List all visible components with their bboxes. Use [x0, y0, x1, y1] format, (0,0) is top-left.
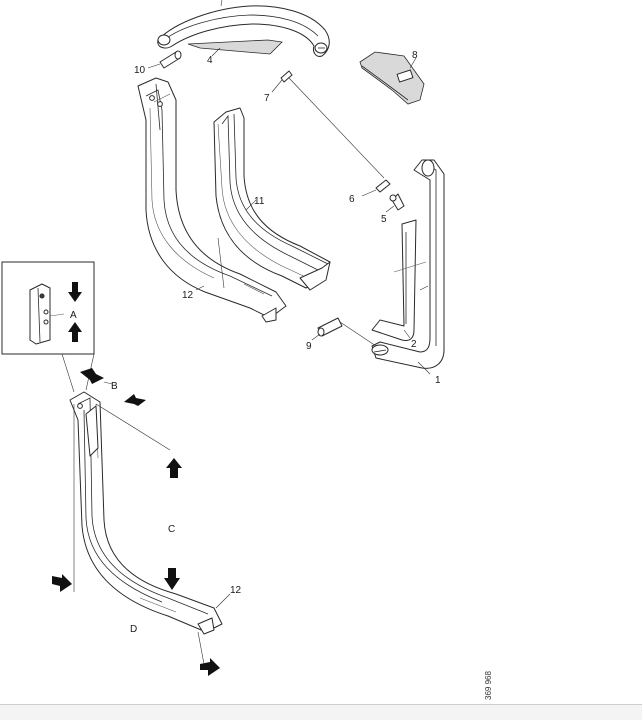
detail-inset-view-a: [1, 261, 95, 393]
part-10-bolt: [147, 50, 182, 69]
part-5-screw: [385, 193, 405, 213]
callout-11: 11: [254, 196, 265, 207]
part-4-top-cross-member: [157, 0, 330, 57]
view-label-a: A: [70, 310, 77, 321]
view-label-c: C: [168, 524, 175, 535]
callout-5: 5: [381, 214, 387, 225]
view-labels: A B C D: [70, 310, 175, 635]
part-11-inner-channel: [213, 107, 331, 291]
part-2-inner-strap: [371, 219, 429, 341]
callout-4: 4: [207, 55, 213, 66]
part-1-side-bracket: [371, 159, 445, 375]
callout-9: 9: [306, 341, 312, 352]
footer-band: [0, 705, 642, 720]
part-8-cover-cap: [359, 51, 425, 105]
part-12-measurement-view: [69, 391, 223, 635]
callout-labels: 1 2 4 5 6 7 8 9 10 11 12 12: [134, 50, 441, 596]
callout-6: 6: [349, 194, 355, 205]
part-7-bolt: [271, 70, 385, 179]
figure-reference-number: 369 968: [484, 671, 493, 700]
callout-7: 7: [264, 93, 270, 104]
callout-8: 8: [412, 50, 418, 61]
view-label-b: B: [111, 381, 118, 392]
part-9-pin: [311, 317, 377, 347]
callout-2: 2: [411, 339, 417, 350]
callout-12-bottom: 12: [230, 585, 242, 596]
callout-1: 1: [435, 375, 441, 386]
part-12-main-frame: [137, 77, 287, 323]
callout-10: 10: [134, 65, 146, 76]
measurement-lines: [73, 381, 231, 665]
view-label-d: D: [130, 624, 137, 635]
leader-line: [217, 237, 225, 289]
part-6-bolt: [361, 179, 391, 197]
measurement-arrows: [52, 368, 220, 676]
footer-divider: [0, 704, 642, 705]
callout-12-top: 12: [182, 290, 194, 301]
